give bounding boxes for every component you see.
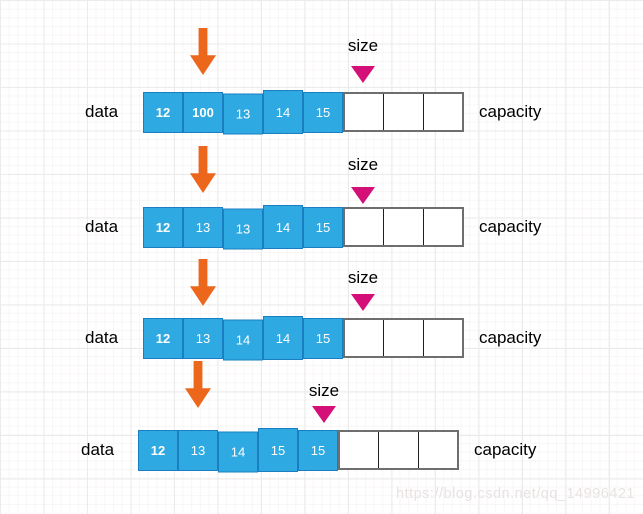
size-marker-triangle-icon	[351, 187, 375, 204]
array-cell: 12	[143, 207, 183, 248]
capacity-label: capacity	[479, 328, 542, 347]
empty-cell	[345, 94, 383, 130]
data-label: data	[81, 440, 115, 459]
empty-cell	[383, 209, 422, 245]
array-cell: 15	[303, 92, 343, 133]
capacity-label: capacity	[474, 440, 537, 459]
size-marker-triangle-icon	[351, 66, 375, 83]
capacity-cells	[343, 92, 464, 132]
array-cell: 13	[183, 207, 223, 248]
data-label: data	[85, 217, 119, 236]
data-label: data	[85, 102, 119, 121]
empty-cell	[378, 432, 417, 468]
down-arrow-icon	[185, 361, 211, 408]
array-cell: 13	[223, 208, 263, 250]
array-cell: 13	[178, 430, 218, 471]
array-cells: 12 13 14 15 15	[138, 428, 459, 473]
array-cells: 12 100 13 14 15	[143, 90, 464, 135]
array-cell: 15	[303, 207, 343, 248]
array-cells: 12 13 13 14 15	[143, 205, 464, 250]
down-arrow-icon	[190, 259, 216, 306]
capacity-cells	[343, 207, 464, 247]
array-cell: 15	[258, 428, 298, 472]
empty-cell	[422, 320, 462, 356]
array-cell: 15	[303, 318, 343, 359]
array-cell: 13	[223, 93, 263, 135]
empty-cell	[345, 320, 383, 356]
size-label: size	[347, 268, 379, 287]
array-cell: 14	[223, 319, 263, 361]
size-label: size	[308, 381, 340, 400]
array-cell: 14	[218, 431, 258, 473]
array-cell: 14	[263, 316, 303, 360]
watermark-text: https://blog.csdn.net/qq_14996421	[395, 486, 635, 502]
size-label: size	[347, 36, 379, 55]
capacity-label: capacity	[479, 102, 542, 121]
array-cell: 14	[263, 90, 303, 134]
empty-cell	[383, 94, 422, 130]
empty-cell	[340, 432, 378, 468]
data-label: data	[85, 328, 119, 347]
capacity-cells	[343, 318, 464, 358]
array-cell: 12	[143, 92, 183, 133]
empty-cell	[422, 209, 462, 245]
array-cell: 15	[298, 430, 338, 471]
down-arrow-icon	[190, 146, 216, 193]
size-marker-triangle-icon	[312, 406, 336, 423]
empty-cell	[345, 209, 383, 245]
size-marker-triangle-icon	[351, 294, 375, 311]
array-cells: 12 13 14 14 15	[143, 316, 464, 361]
down-arrow-icon	[190, 28, 216, 75]
empty-cell	[383, 320, 422, 356]
array-cell: 12	[143, 318, 183, 359]
size-label: size	[347, 155, 379, 174]
array-cell: 13	[183, 318, 223, 359]
empty-cell	[422, 94, 462, 130]
array-cell: 12	[138, 430, 178, 471]
empty-cell	[417, 432, 457, 468]
capacity-cells	[338, 430, 459, 470]
array-cell: 100	[183, 92, 223, 133]
array-cell: 14	[263, 205, 303, 249]
capacity-label: capacity	[479, 217, 542, 236]
